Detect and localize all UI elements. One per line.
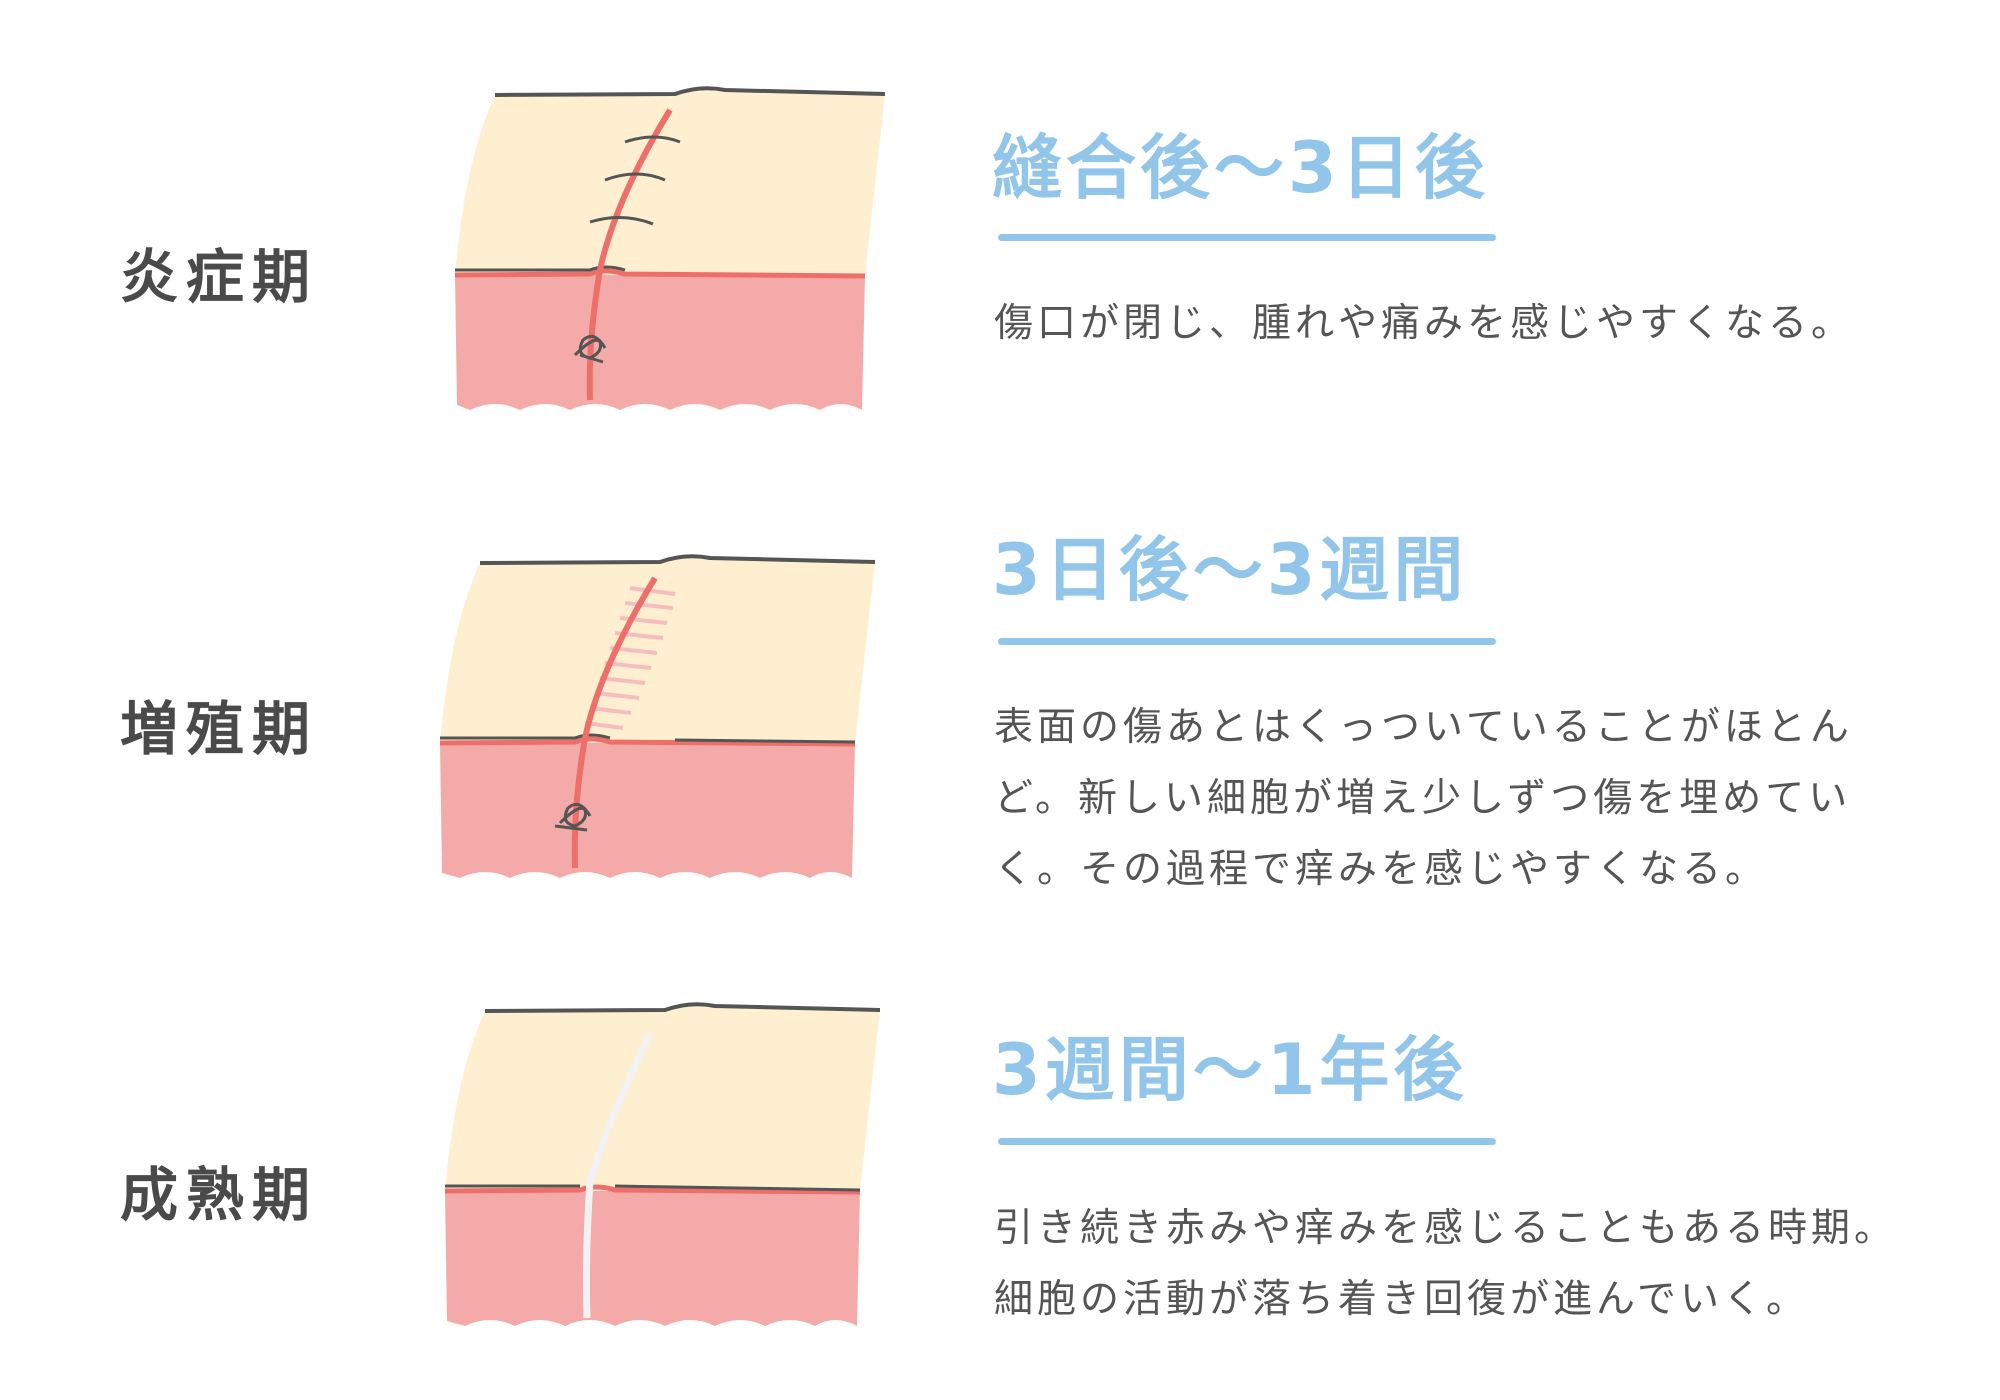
stage-label-maturation: 成熟期 (120, 1161, 319, 1229)
stage-description-inflammation: 傷口が閉じ、腫れや痛みを感じやすくなる。 (994, 288, 1854, 359)
description-line: く。その過程で痒みを感じやすくなる。 (994, 847, 1769, 892)
description-line: 傷口が閉じ、腫れや痛みを感じやすくなる。 (994, 301, 1855, 346)
description-line: 細胞の活動が落ち着き回復が進んでいく。 (994, 1277, 1810, 1322)
skin-illustration-proliferation (439, 554, 876, 878)
stage-description-maturation: 引き続き赤みや痒みを感じることもある時期。 細胞の活動が落ち着き回復が進んでいく… (994, 1193, 1897, 1335)
skin-illustration-maturation (444, 1002, 881, 1326)
title-underline (998, 234, 1496, 241)
description-line: 表面の傷あとはくっついていることがほとん (994, 705, 1853, 750)
title-underline (998, 638, 1496, 645)
stage-label-proliferation: 増殖期 (120, 695, 319, 763)
skin-illustration-inflammation (454, 86, 886, 410)
title-underline (998, 1138, 1496, 1145)
stage-description-proliferation: 表面の傷あとはくっついていることがほとん ど。新しい細胞が増え少しずつ傷を埋めて… (994, 692, 1853, 905)
stage-title-inflammation: 縫合後〜3日後 (992, 127, 1489, 209)
stage-title-proliferation: 3日後〜3週間 (992, 529, 1468, 611)
description-line: 引き続き赤みや痒みを感じることもある時期。 (994, 1206, 1898, 1251)
stage-label-inflammation: 炎症期 (120, 243, 319, 311)
stage-title-maturation: 3週間〜1年後 (992, 1029, 1468, 1111)
description-line: ど。新しい細胞が増え少しずつ傷を埋めてい (994, 776, 1852, 821)
